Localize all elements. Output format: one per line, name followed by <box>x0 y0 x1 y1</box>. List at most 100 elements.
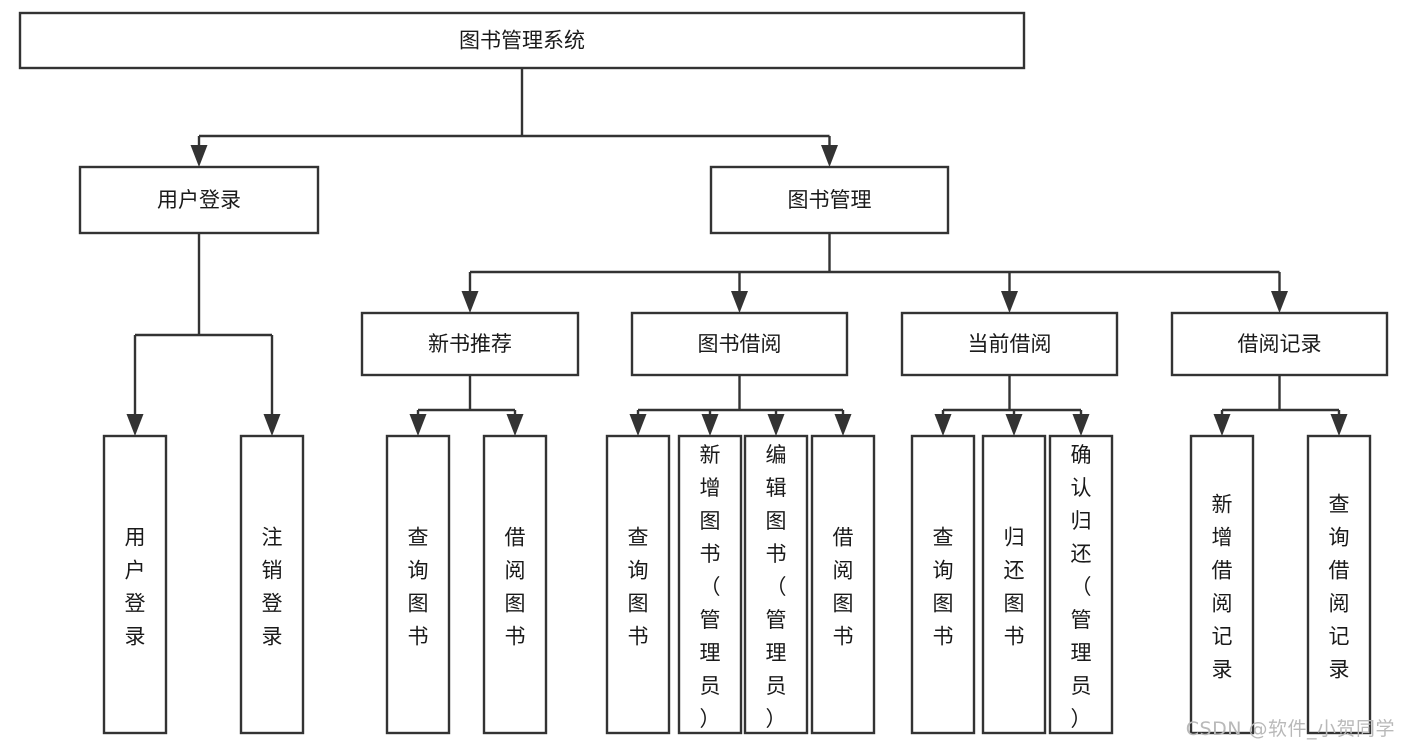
node-label-char: 图 <box>408 592 429 616</box>
node-box-rect <box>239 434 305 735</box>
node-label-char: ） <box>700 707 721 731</box>
csdn-watermark: CSDN @软件_小贺同学 <box>1185 718 1395 740</box>
arrow-head-icon <box>731 291 748 313</box>
node-label-char: 记 <box>1329 625 1350 649</box>
node-label-char: 借 <box>833 526 854 550</box>
arrow-head-icon <box>834 414 852 436</box>
node-label: 用户登录 <box>157 188 241 212</box>
node-label-char: 录 <box>1212 658 1233 682</box>
node-label-char: 查 <box>1329 493 1350 517</box>
node-box-rect <box>1189 434 1255 735</box>
node-label: 图书借阅 <box>698 332 782 356</box>
node-label-char: 查 <box>933 526 954 550</box>
level3-node-当前借阅[interactable]: 当前借阅 <box>900 311 1119 377</box>
node-box-rect <box>102 434 168 735</box>
node-label-char: 图 <box>833 592 854 616</box>
node-label-char: 登 <box>262 592 283 616</box>
node-label-char: 阅 <box>1212 592 1233 616</box>
node-label-char: 确 <box>1071 443 1092 467</box>
node-label-char: 归 <box>1004 526 1025 550</box>
node-box-rect <box>482 434 548 735</box>
arrow-head-icon <box>1072 414 1090 436</box>
node-label-char: 理 <box>1071 641 1092 665</box>
node-label-char: 询 <box>933 559 954 583</box>
level3-node-借阅记录[interactable]: 借阅记录 <box>1170 311 1389 377</box>
node-label-char: （ <box>700 575 721 599</box>
arrow-head-icon <box>1005 414 1023 436</box>
node-label-char: 录 <box>262 625 283 649</box>
node-label-char: 书 <box>833 625 854 649</box>
node-box-rect <box>743 434 809 735</box>
node-label-char: 增 <box>700 476 721 500</box>
node-box-rect <box>360 311 580 377</box>
node-label-char: 书 <box>700 542 721 566</box>
level2-node-图书管理[interactable]: 图书管理 <box>709 165 950 235</box>
node-label-char: 管 <box>766 608 787 632</box>
leaf-node-用户登录[interactable]: 用户登录 <box>102 434 168 735</box>
node-label-char: 管 <box>1071 608 1092 632</box>
arrow-head-icon <box>263 414 281 436</box>
arrow-head-icon <box>767 414 785 436</box>
node-label-char: 查 <box>408 526 429 550</box>
node-label-char: 用 <box>125 526 146 550</box>
node-label-char: 新 <box>700 443 721 467</box>
arrow-head-icon <box>461 291 479 313</box>
node-box-rect <box>1048 434 1114 735</box>
arrow-head-icon <box>629 414 647 436</box>
node-label-char: 借 <box>1212 559 1233 583</box>
node-label-char: 编 <box>766 443 787 467</box>
node-label-char: 图 <box>933 592 954 616</box>
node-label-char: 注 <box>262 526 283 550</box>
node-label-char: 录 <box>125 625 146 649</box>
node-box-rect <box>900 311 1119 377</box>
node-label-char: 询 <box>408 559 429 583</box>
node-label-char: 书 <box>766 542 787 566</box>
node-label-char: 新 <box>1212 493 1233 517</box>
node-box-rect <box>18 11 1026 70</box>
node-label-char: 理 <box>700 641 721 665</box>
level3-node-图书借阅[interactable]: 图书借阅 <box>630 311 849 377</box>
node-box-rect <box>981 434 1047 735</box>
arrow-head-icon <box>701 414 719 436</box>
node-label-char: 图 <box>1004 592 1025 616</box>
root-node-图书管理系统[interactable]: 图书管理系统 <box>18 11 1026 70</box>
node-label-char: ） <box>766 707 787 731</box>
node-label-char: 图 <box>505 592 526 616</box>
node-box-rect <box>385 434 451 735</box>
node-box-rect <box>677 434 743 735</box>
arrow-head-icon <box>409 414 427 436</box>
node-label-char: 阅 <box>505 559 526 583</box>
node-box-rect <box>1306 434 1372 735</box>
node-label-char: 询 <box>1329 526 1350 550</box>
node-label-char: 借 <box>505 526 526 550</box>
node-label-char: 员 <box>766 674 787 698</box>
node-label: 图书管理系统 <box>459 29 585 53</box>
node-label: 借阅记录 <box>1238 332 1322 356</box>
node-label-char: 理 <box>766 641 787 665</box>
node-box-rect <box>630 311 849 377</box>
level2-node-用户登录[interactable]: 用户登录 <box>78 165 320 235</box>
node-label-char: ） <box>1071 707 1092 731</box>
arrow-head-icon <box>1001 291 1018 313</box>
node-label-char: 管 <box>700 608 721 632</box>
node-box-rect <box>78 165 320 235</box>
node-label-char: 登 <box>125 592 146 616</box>
arrow-head-icon <box>190 145 208 167</box>
node-label-char: 书 <box>1004 625 1025 649</box>
level3-node-新书推荐[interactable]: 新书推荐 <box>360 311 580 377</box>
arrow-head-icon <box>506 414 524 436</box>
node-label-char: 书 <box>408 625 429 649</box>
